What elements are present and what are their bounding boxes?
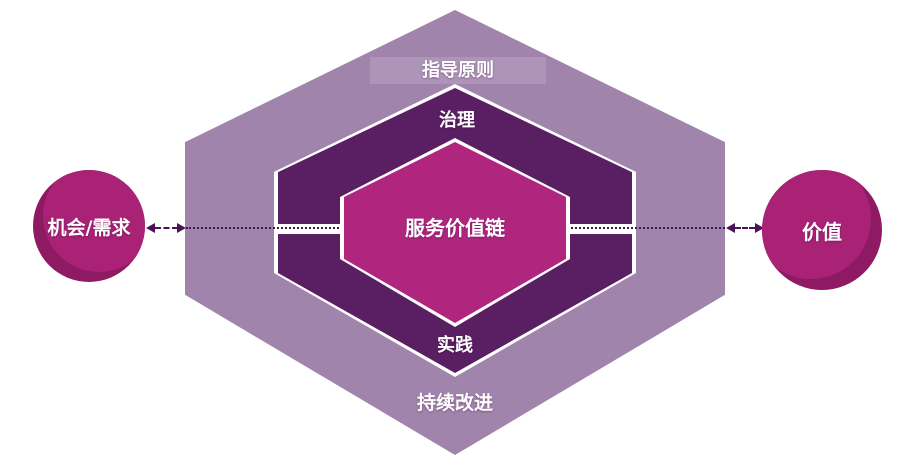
label-guiding-principles: 指导原则: [422, 60, 494, 81]
arrow-dash-line: [155, 227, 178, 229]
label-value: 价值: [802, 219, 842, 244]
flow-dotted-line-left: [186, 227, 343, 229]
label-opportunity-demand: 机会/需求: [47, 216, 131, 239]
arrowhead-icon: [177, 223, 186, 233]
label-continual-improvement: 持续改进: [416, 392, 494, 414]
guiding-principles-band: [370, 57, 546, 84]
arrowhead-icon: [726, 223, 735, 233]
label-governance: 治理: [439, 110, 475, 131]
label-service-value-chain: 服务价值链: [405, 216, 505, 240]
arrow-dash-line: [735, 227, 755, 229]
value-circle: 价值: [762, 170, 882, 290]
flow-dotted-line-right: [567, 227, 725, 229]
opportunity-demand-circle: 机会/需求: [33, 170, 145, 282]
arrowhead-icon: [146, 223, 155, 233]
label-practices: 实践: [437, 335, 473, 356]
arrowhead-icon: [755, 223, 764, 233]
